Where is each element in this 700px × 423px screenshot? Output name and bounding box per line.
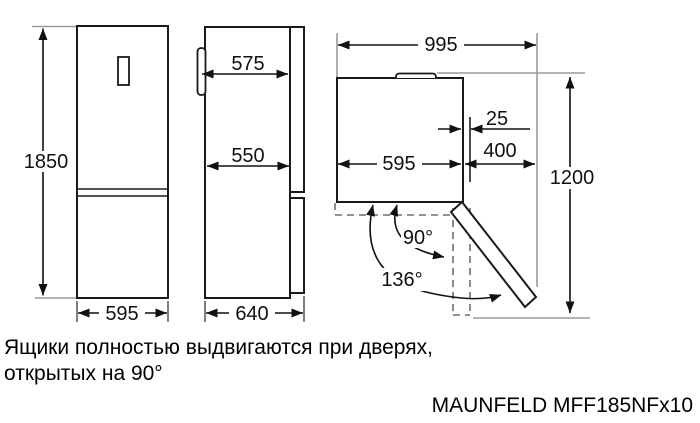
dim-side-depth-total: 640 xyxy=(235,303,268,325)
dim-top-clearance: 25 xyxy=(486,108,508,130)
label-bg xyxy=(418,34,464,55)
angle-90-label: 90° xyxy=(403,227,433,249)
door-closed-dashed xyxy=(334,203,452,216)
label-bg xyxy=(377,153,422,173)
arc-136 xyxy=(366,204,502,303)
drawers-note: Ящики полностью выдвигаются при дверях, … xyxy=(4,335,433,386)
label-bg xyxy=(22,151,70,172)
hinge-cover xyxy=(395,72,437,78)
note-line-2: открытых на 90° xyxy=(4,361,163,385)
door-open-136 xyxy=(449,200,538,309)
fridge-top-outline xyxy=(336,77,464,203)
display-panel xyxy=(117,56,130,86)
handle-profile xyxy=(196,47,207,96)
dim-top-door-swing: 400 xyxy=(483,140,516,162)
model-name: MAUNFELD MFF185NFx10 xyxy=(431,394,693,417)
label-bg xyxy=(379,268,426,291)
label-bg xyxy=(229,303,275,324)
label-bg xyxy=(545,167,600,189)
label-bg xyxy=(99,303,145,324)
angle-136-label: 136° xyxy=(381,269,422,291)
dim-side-depth-upper: 575 xyxy=(231,53,264,75)
front-view: 1850 595 xyxy=(22,25,169,325)
dim-front-height: 1850 xyxy=(24,151,69,173)
dim-front-width: 595 xyxy=(105,303,138,325)
lower-door-profile xyxy=(289,197,305,294)
label-bg xyxy=(401,227,435,248)
upper-door-profile xyxy=(289,26,305,193)
note-line-1: Ящики полностью выдвигаются при дверях, xyxy=(4,336,433,359)
side-view: 575 550 640 xyxy=(196,26,305,325)
dim-top-cabinet-width: 595 xyxy=(382,153,415,175)
top-view: 995 25 595 400 1200 xyxy=(334,33,600,319)
dim-top-total-depth: 1200 xyxy=(550,167,595,189)
dim-top-total-width: 995 xyxy=(424,34,457,56)
dim-side-depth-lower: 550 xyxy=(231,145,264,167)
